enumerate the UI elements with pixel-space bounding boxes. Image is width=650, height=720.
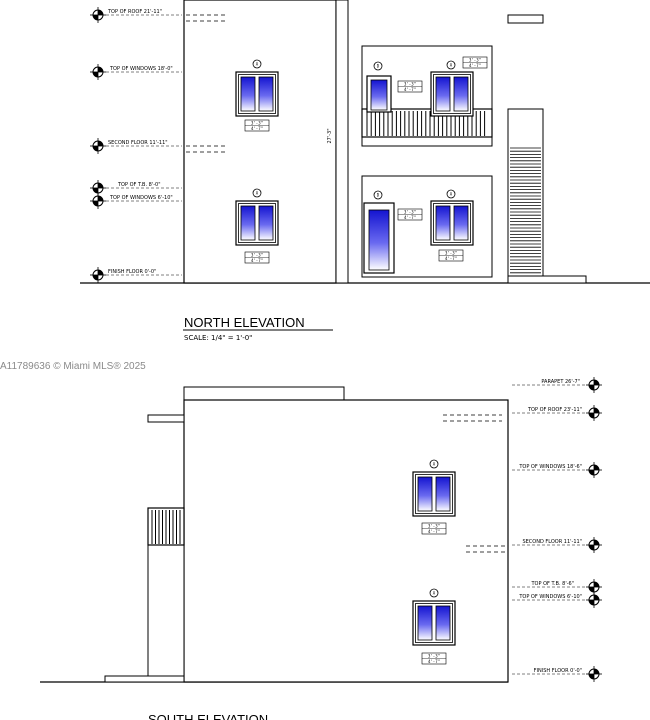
south-roof-cap [147, 414, 185, 423]
north-level-5: FINISH FLOOR 0'-0" [89, 266, 182, 284]
svg-text:3'-3": 3'-3" [469, 58, 481, 63]
svg-text:4'-7": 4'-7" [251, 126, 263, 131]
north-window-lower [235, 200, 279, 246]
south-tag-a2: A [433, 591, 436, 596]
north-balcony-railing [361, 108, 493, 138]
north-dashed-ticks [186, 14, 228, 153]
north-column-strip [335, 0, 349, 284]
svg-text:FINISH FLOOR 0'-0": FINISH FLOOR 0'-0" [108, 269, 156, 275]
south-stair-wall [147, 544, 185, 683]
svg-text:TOP OF ROOF 21'-11": TOP OF ROOF 21'-11" [107, 9, 162, 15]
svg-text:4'-7": 4'-7" [428, 659, 440, 664]
north-tag-a3: A [450, 63, 453, 68]
note-n6: 3'-3"4'-7" [438, 249, 464, 262]
note-n3: 3'-3"4'-7" [462, 56, 488, 69]
svg-text:3'-3": 3'-3" [445, 251, 457, 256]
north-tag-a2: A [256, 191, 259, 196]
south-tag-a1: A [433, 462, 436, 467]
svg-text:TOP OF T.B. 8'-6": TOP OF T.B. 8'-6" [531, 581, 575, 587]
svg-text:FINISH FLOOR 0'-0": FINISH FLOOR 0'-0" [534, 668, 582, 674]
svg-text:SECOND FLOOR 11'-11": SECOND FLOOR 11'-11" [522, 539, 582, 545]
svg-text:3'-3": 3'-3" [251, 121, 263, 126]
north-small-window [366, 75, 392, 113]
south-level-0: PARAPET 26'-7" [512, 376, 603, 394]
svg-text:3'-3": 3'-3" [428, 524, 440, 529]
svg-text:PARAPET 26'-7": PARAPET 26'-7" [541, 379, 580, 385]
south-size-notes: 3'-3"4'-7" 3'-3"4'-7" [421, 522, 447, 665]
svg-text:TOP OF WINDOWS 18'-6": TOP OF WINDOWS 18'-6" [518, 464, 582, 470]
south-window-tags: A A [429, 459, 439, 598]
south-window-upper [412, 471, 456, 517]
svg-text:3'-3": 3'-3" [428, 654, 440, 659]
south-balcony-railing [147, 507, 185, 546]
south-level-1: TOP OF ROOF 23'-11" [512, 404, 603, 422]
north-door [363, 202, 395, 274]
watermark: A11789636 © Miami MLS® 2025 [0, 361, 146, 372]
svg-text:4'-7": 4'-7" [469, 63, 481, 68]
south-main-block [183, 399, 509, 683]
svg-text:TOP OF WINDOWS 18'-0": TOP OF WINDOWS 18'-0" [109, 66, 173, 72]
south-level-5: TOP OF WINDOWS 6'-10" [512, 591, 603, 609]
south-dashed-ticks [443, 414, 506, 553]
north-roof-cap [507, 14, 544, 24]
svg-text:TOP OF WINDOWS 6'-10": TOP OF WINDOWS 6'-10" [109, 195, 173, 201]
north-window-tags: A A A A D D [252, 59, 456, 200]
south-step-slab [104, 675, 185, 683]
north-step-slab [507, 275, 587, 284]
note-n4: 3'-3"4'-7" [397, 80, 423, 93]
note-n2: 3'-3"4'-7" [244, 251, 270, 264]
south-parapet [183, 386, 345, 402]
note-n5: 3'-3"4'-7" [397, 208, 423, 221]
svg-text:SECOND FLOOR 11'-11": SECOND FLOOR 11'-11" [108, 140, 168, 146]
svg-text:TOP OF T.B. 8'-0": TOP OF T.B. 8'-0" [117, 182, 161, 188]
north-tag-a4: A [450, 192, 453, 197]
north-size-notes: 3'-3"4'-7" 3'-3"4'-7" 3'-3"4'-7" 3'-3"4'… [244, 56, 488, 264]
north-tag-d2: D [377, 193, 380, 198]
north-scale: SCALE: 1/4" = 1'-0" [184, 334, 252, 342]
svg-text:TOP OF ROOF 23'-11": TOP OF ROOF 23'-11" [527, 407, 582, 413]
south-window-lower [412, 600, 456, 646]
north-stair-steps [510, 147, 541, 277]
north-level-3: TOP OF T.B. 8'-0" [89, 179, 182, 197]
north-level-2: SECOND FLOOR 11'-11" [89, 137, 182, 155]
svg-text:4'-7": 4'-7" [404, 215, 416, 220]
svg-text:3'-3": 3'-3" [404, 210, 416, 215]
north-window-upper [235, 71, 279, 117]
svg-text:4'-7": 4'-7" [445, 256, 457, 261]
svg-text:4'-7": 4'-7" [428, 529, 440, 534]
north-level-4: TOP OF WINDOWS 6'-10" [89, 192, 182, 210]
north-title: NORTH ELEVATION [184, 315, 305, 330]
svg-text:4'-7": 4'-7" [251, 258, 263, 263]
svg-text:3'-3": 3'-3" [251, 253, 263, 258]
north-window-right-lower [430, 200, 474, 246]
north-height-dim: 27'-3" [327, 128, 333, 143]
north-tag-d1: D [377, 64, 380, 69]
north-level-1: TOP OF WINDOWS 18'-0" [89, 63, 182, 81]
south-level-2: TOP OF WINDOWS 18'-6" [512, 461, 603, 479]
south-title: SOUTH ELEVATION [148, 712, 268, 720]
north-level-markers: TOP OF ROOF 21'-11" TOP OF WINDOWS 18'-0… [89, 6, 182, 284]
south-level-4: TOP OF T.B. 8'-6" [512, 578, 603, 596]
south-level-6: FINISH FLOOR 0'-0" [512, 665, 603, 683]
svg-text:TOP OF WINDOWS 6'-10": TOP OF WINDOWS 6'-10" [518, 594, 582, 600]
north-tag-a1: A [256, 62, 259, 67]
note-n1: 3'-3"4'-7" [244, 119, 270, 132]
svg-text:3'-3": 3'-3" [404, 82, 416, 87]
svg-text:4'-7": 4'-7" [404, 87, 416, 92]
north-window-balcony [430, 71, 474, 117]
south-level-3: SECOND FLOOR 11'-11" [512, 536, 603, 554]
south-elevation: A A 3'-3"4'-7" 3'-3"4'-7" PARAPET 26'-7"… [40, 376, 603, 720]
north-elevation: A A A A D D 3'-3"4'-7" 3'-3"4'-7" 3'-3"4… [80, 0, 650, 342]
north-level-0: TOP OF ROOF 21'-11" [89, 6, 182, 24]
south-level-markers: PARAPET 26'-7" TOP OF ROOF 23'-11" TOP O… [512, 376, 603, 683]
